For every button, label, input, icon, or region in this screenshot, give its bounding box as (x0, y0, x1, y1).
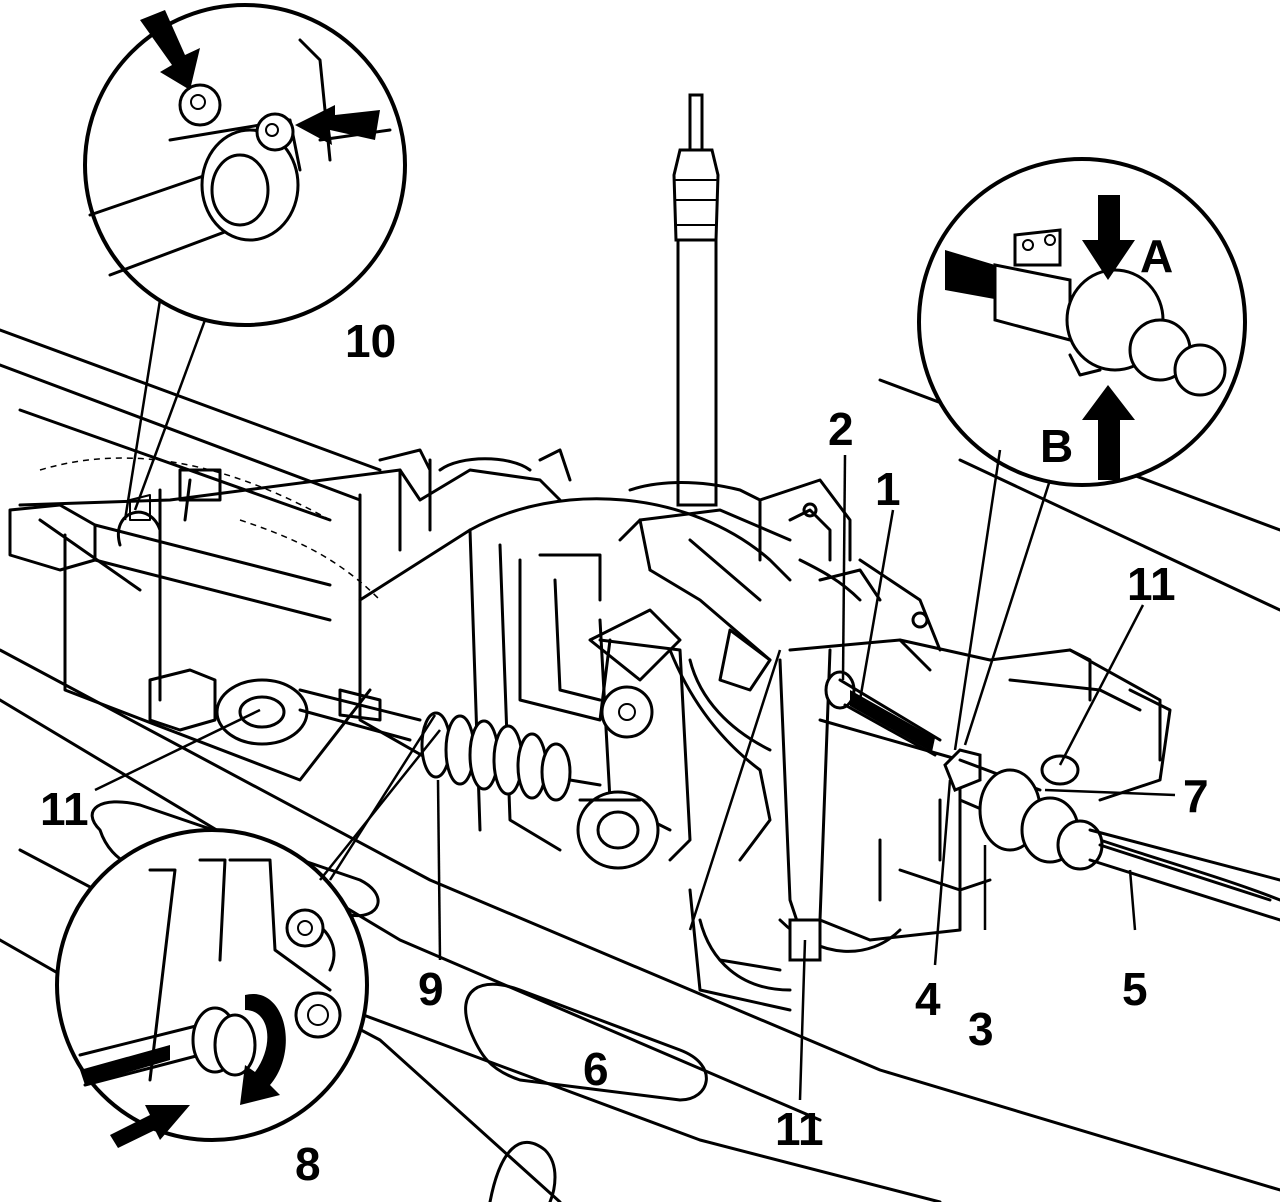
callout-5: 5 (1122, 963, 1148, 1015)
arrow-b-icon (1082, 385, 1135, 480)
leader-lines (94, 454, 1176, 1101)
callout-8: 8 (295, 1138, 321, 1190)
detail-letter-b: B (1040, 420, 1073, 472)
callout-3: 3 (968, 1003, 994, 1055)
shift-housing-right (688, 638, 1172, 1012)
callout-1: 1 (875, 463, 901, 515)
callout-7: 7 (1183, 770, 1209, 822)
callout-2: 2 (828, 403, 854, 455)
callout-11-bottom: 11 (775, 1103, 824, 1155)
callouts: 1 2 3 4 5 6 7 8 9 10 11 11 11 A B (40, 230, 1209, 1190)
push-arrow-icon (110, 1105, 190, 1148)
gear-cable (943, 748, 1280, 922)
callout-11-right: 11 (1127, 558, 1176, 610)
detail-8 (55, 714, 441, 1148)
detail-10 (83, 3, 407, 521)
callout-11-left: 11 (40, 783, 89, 835)
callout-9: 9 (418, 963, 444, 1015)
selector-cable-spring (298, 688, 660, 870)
shift-lever (672, 93, 720, 507)
callout-10: 10 (345, 315, 396, 367)
rotate-arrow-icon (240, 993, 286, 1105)
shift-cable-rod (824, 670, 942, 757)
detail-letter-a: A (1140, 230, 1173, 282)
callout-4: 4 (915, 973, 941, 1025)
arrow-a-icon (1082, 195, 1135, 280)
callout-6: 6 (583, 1043, 609, 1095)
detail-a-b (917, 157, 1247, 751)
selector-gate (358, 448, 942, 862)
